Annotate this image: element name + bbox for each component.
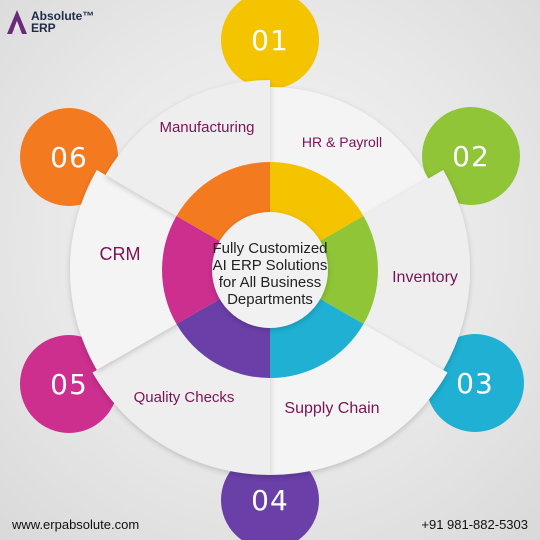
center-line-3: for All Business xyxy=(219,274,322,291)
brand-name: Absolute™ ERP xyxy=(31,10,94,34)
step-06-number: 06 xyxy=(50,141,88,174)
phone-number[interactable]: +91 981-882-5303 xyxy=(421,517,528,532)
step-01-label: HR & Payroll xyxy=(302,134,382,150)
step-02-label: Inventory xyxy=(392,269,458,286)
logo-mark-icon xyxy=(7,10,27,34)
step-03-number: 03 xyxy=(456,367,494,400)
step-05-number: 05 xyxy=(50,368,88,401)
center-line-1: Fully Customized xyxy=(212,240,327,257)
step-01-number: 01 xyxy=(251,24,289,57)
brand-logo[interactable]: Absolute™ ERP xyxy=(6,5,94,39)
step-03-label: Supply Chain xyxy=(284,400,379,417)
website-link[interactable]: www.erpabsolute.com xyxy=(12,517,140,532)
step-02-number: 02 xyxy=(452,140,490,173)
center-line-4: Departments xyxy=(227,291,313,308)
brand-name-line1: Absolute™ xyxy=(31,9,95,23)
step-05-label: CRM xyxy=(100,244,141,264)
step-01-circle xyxy=(221,0,319,89)
center-line-2: AI ERP Solutions xyxy=(213,257,328,274)
step-04-number: 04 xyxy=(251,484,289,517)
brand-name-line2: ERP xyxy=(31,21,56,35)
step-06-label: Manufacturing xyxy=(159,119,254,136)
step-04-label: Quality Checks xyxy=(134,389,235,406)
step-03-circle xyxy=(426,334,524,432)
center-circle xyxy=(212,212,328,328)
